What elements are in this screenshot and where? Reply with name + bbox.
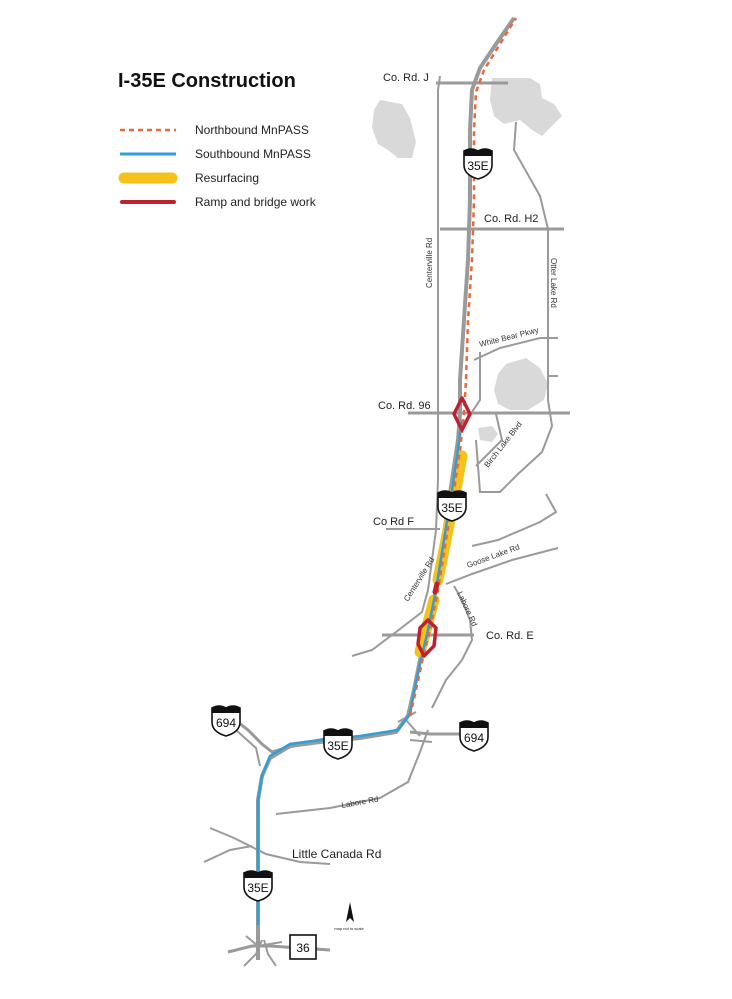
southbound-mnpass-line [256,419,464,925]
shield-i35e-mid: 35E [437,490,467,522]
road-otter-lake-rd [475,121,554,493]
legend-ramp-swatch [120,200,176,204]
road-bald-eagle [471,352,558,413]
road-hwy36-ramps [243,935,283,967]
lake-4 [478,426,498,442]
label-co-rd-j: Co. Rd. J [383,72,429,84]
map-title: I-35E Construction [118,70,296,92]
road-birch-lake-blvd [475,413,504,467]
shield-i35e-bottom: 35E [243,870,273,902]
ramp-work-goose-lake [432,581,440,595]
shield-i35e-north-label: 35E [467,159,488,173]
road-labore-rd-north [431,585,474,709]
ramp-work-co-rd-96 [452,396,472,432]
shield-i35e-junction-label: 35E [327,739,348,753]
label-labore-rd: Labore Rd [455,590,479,628]
label-co-rd-96: Co. Rd. 96 [378,400,431,412]
road-i694-west [229,714,331,754]
shield-i35e-mid-label: 35E [441,501,462,515]
label-little-canada-rd: Little Canada Rd [292,847,381,861]
lake-1 [372,100,416,158]
label-labore-rd-south: Labore Rd [341,795,379,810]
shield-i35e-junction: 35E [323,728,353,760]
legend-northbound-mnpass: Northbound MnPASS [118,121,378,141]
label-co-rd-e: Co. Rd. E [486,630,534,642]
lakes [372,78,562,442]
shield-i694-west: 694 [211,705,241,737]
shield-i35e-north: 35E [463,148,493,180]
road-little-canada-west [203,845,253,863]
ramp-bridge-work [416,396,472,658]
shield-i694-east: 694 [459,720,489,752]
road-goose-lake-rd [445,547,559,585]
legend-northbound-label: Northbound MnPASS [195,123,309,137]
local-roads [203,75,570,967]
label-centerville-rd: Centerville Rd [425,238,434,288]
label-co-rd-f: Co Rd F [373,516,414,528]
shield-hwy36-label: 36 [296,941,310,955]
road-centerville-rd [351,75,441,657]
north-arrow: map not to scale [334,902,364,931]
road-east-connector [471,493,558,547]
road-white-bear-pkwy [473,337,558,361]
legend-ramp-bridge-work: Ramp and bridge work [118,193,378,213]
northbound-mnpass-line [408,17,518,717]
label-otter-lake-rd: Otter Lake Rd [549,258,558,308]
lake-3 [494,358,548,410]
lake-2 [490,78,562,136]
legend-resurfacing-swatch [118,172,178,184]
scale-note: map not to scale [334,926,364,931]
legend-northbound-swatch [120,128,176,132]
legend-resurfacing: Resurfacing [118,169,378,189]
legend-resurfacing-label: Resurfacing [195,171,260,185]
legend-southbound-mnpass: Southbound MnPASS [118,145,378,165]
label-co-rd-h2: Co. Rd. H2 [484,213,538,225]
shield-hwy36: 36 [289,934,317,960]
legend-southbound-label: Southbound MnPASS [195,147,311,161]
road-little-canada-rd [209,827,331,865]
ramp-work-co-rd-e [416,618,438,658]
north-arrow-icon [346,902,354,922]
legend-ramp-label: Ramp and bridge work [195,195,316,209]
road-labore-rd-south [275,729,429,815]
shield-i694-west-label: 694 [216,716,236,730]
shield-i35e-bottom-label: 35E [247,881,268,895]
road-i694-ramps [235,711,433,767]
shield-i694-east-label: 694 [464,731,484,745]
legend-southbound-swatch [120,152,176,156]
